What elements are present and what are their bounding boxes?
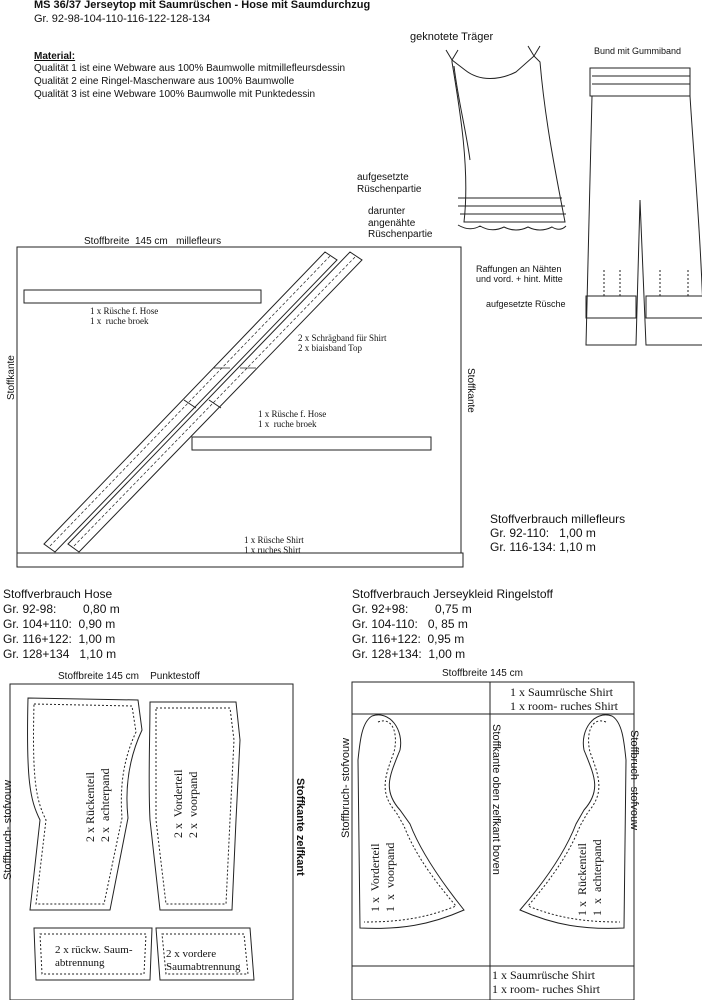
label-knotted-straps: geknotete Träger xyxy=(410,31,494,43)
layout1-width: Stoffbreite 145 cm millefleurs xyxy=(84,236,222,247)
label-gathers: Raffungen an Nähten und vord. + hint. Mi… xyxy=(476,264,563,285)
piece-jersey-back: 1 x Rückenteil 1 x achterpand xyxy=(575,839,604,916)
label-ruffle-pants: aufgesetzte Rüsche xyxy=(486,299,566,309)
material-line-2: Qualität 2 eine Ringel-Maschenware aus 1… xyxy=(34,76,295,87)
consumption-pants-row: Gr. 92-98: 0,80 m xyxy=(3,602,120,616)
consumption-millefleurs-row: Gr. 92-110: 1,00 m xyxy=(490,526,596,540)
consumption-jersey-row: Gr. 128+134: 1,00 m xyxy=(352,647,466,661)
page-title: MS 36/37 Jerseytop mit Saumrüschen - Hos… xyxy=(34,0,371,11)
material-heading: Material: xyxy=(34,51,76,62)
piece-ruffle-bottom: 1 x Saumrüsche Shirt 1 x room- ruches Sh… xyxy=(492,968,600,996)
consumption-pants-row: Gr. 128+134 1,10 m xyxy=(3,647,117,661)
layout-jersey xyxy=(351,681,635,1000)
layout1-selvedge-right: Stoffkante xyxy=(465,368,476,413)
piece-jersey-front: 1 x Vorderteil 1 x voorpand xyxy=(368,842,397,912)
piece-ruffle-shirt: 1 x Rüsche Shirt 1 x ruches Shirt xyxy=(244,535,304,556)
piece-bias-strip: 2 x Schrägband für Shirt 2 x biaisband T… xyxy=(298,333,387,354)
piece-pants-front: 2 x Vorderteil 2 x voorpand xyxy=(171,769,200,838)
pants-illustration xyxy=(585,67,702,346)
label-ruffle-below: darunter angenähte Rüschenpartie xyxy=(368,206,433,240)
consumption-jersey-row: Gr. 92+98: 0,75 m xyxy=(352,602,472,616)
layout-pants xyxy=(9,683,294,1000)
layout2-fold: Stoffbruch- stofvouw xyxy=(2,779,14,880)
piece-hem-front: 2 x vordere Saumabtrennung xyxy=(166,948,241,973)
layout2-width: Stoffbreite 145 cm Punktestoff xyxy=(58,671,200,682)
layout3-width: Stoffbreite 145 cm xyxy=(442,668,523,679)
consumption-pants-heading: Stoffverbrauch Hose xyxy=(3,587,113,601)
layout3-fold-left: Stoffbruch- stofvouw xyxy=(340,737,352,838)
consumption-jersey-row: Gr. 116+122: 0,95 m xyxy=(352,632,465,646)
label-elastic-waist: Bund mit Gummiband xyxy=(594,46,682,56)
layout1-selvedge-left: Stoffkante xyxy=(6,355,17,400)
piece-pants-back: 2 x Rückenteil 2 x achterpand xyxy=(83,768,112,842)
layout-millefleurs xyxy=(16,246,464,568)
piece-ruffle-pants-1: 1 x Rüsche f. Hose 1 x ruche broek xyxy=(90,306,159,327)
piece-hem-back: 2 x rückw. Saum- abtrennung xyxy=(55,944,133,969)
layout3-fold-right: Stoffbruch- stofvouw xyxy=(628,730,640,831)
consumption-pants-row: Gr. 104+110: 0,90 m xyxy=(3,617,116,631)
piece-ruffle-top: 1 x Saumrüsche Shirt 1 x room- ruches Sh… xyxy=(510,685,618,713)
layout3-selvedge-center: Stoffkante oben zelfkant boven xyxy=(490,724,502,875)
consumption-jersey-row: Gr. 104-110: 0, 85 m xyxy=(352,617,468,631)
consumption-pants-row: Gr. 116+122: 1,00 m xyxy=(3,632,116,646)
top-illustration xyxy=(445,45,567,231)
consumption-millefleurs-row: Gr. 116-134: 1,10 m xyxy=(490,540,596,554)
label-ruffle-top: aufgesetzte Rüschenpartie xyxy=(357,172,422,195)
consumption-millefleurs-heading: Stoffverbrauch millefleurs xyxy=(490,512,626,526)
material-line-3: Qualität 3 ist eine Webware 100% Baumwol… xyxy=(34,89,316,100)
size-range: Gr. 92-98-104-110-116-122-128-134 xyxy=(34,13,211,25)
material-line-1: Qualität 1 ist eine Webware aus 100% Bau… xyxy=(34,63,346,74)
consumption-jersey-heading: Stoffverbrauch Jerseykleid Ringelstoff xyxy=(352,587,553,601)
piece-ruffle-pants-2: 1 x Rüsche f. Hose 1 x ruche broek xyxy=(258,409,327,430)
layout2-selvedge: Stoffkante zelfkant xyxy=(294,778,306,876)
